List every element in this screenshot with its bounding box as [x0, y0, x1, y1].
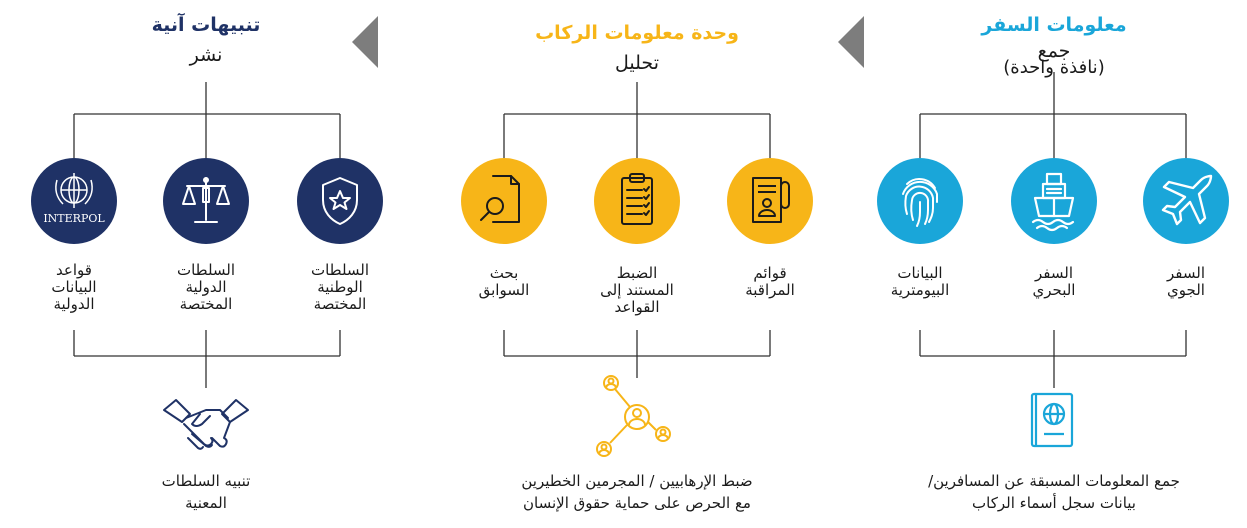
watchlist-document-icon	[727, 158, 813, 244]
pax-section-subtitle: تحليل	[615, 52, 659, 74]
travel-bottom-caption: جمع المعلومات المسبقة عن المسافرين/بيانا…	[928, 472, 1180, 512]
alerts-section-title: تنبيهات آنية	[151, 14, 261, 36]
shield-star-icon	[297, 158, 383, 244]
handshake-icon	[160, 396, 252, 454]
flow-arrow-left-1	[838, 16, 864, 68]
interpol-logo-text: INTERPOL	[43, 212, 105, 225]
travel-section-title: معلومات السفر	[981, 14, 1127, 36]
passport-icon	[1026, 390, 1082, 450]
scales-icon	[163, 158, 249, 244]
flow-arrow-left-2	[352, 16, 378, 68]
airplane-icon	[1143, 158, 1229, 244]
document-search-icon	[461, 158, 547, 244]
network-people-icon	[592, 374, 682, 460]
ship-icon	[1011, 158, 1097, 244]
travel-section-subtitle-line2: (نافذة واحدة)	[1003, 57, 1105, 78]
interpol-logo-icon: INTERPOL	[31, 158, 117, 244]
clipboard-checklist-icon	[594, 158, 680, 244]
alerts-section-subtitle: نشر	[189, 44, 223, 66]
travel-section-subtitle-line1: جمع	[1037, 40, 1071, 62]
pax-section-title: وحدة معلومات الركاب	[535, 22, 739, 44]
fingerprint-icon	[877, 158, 963, 244]
